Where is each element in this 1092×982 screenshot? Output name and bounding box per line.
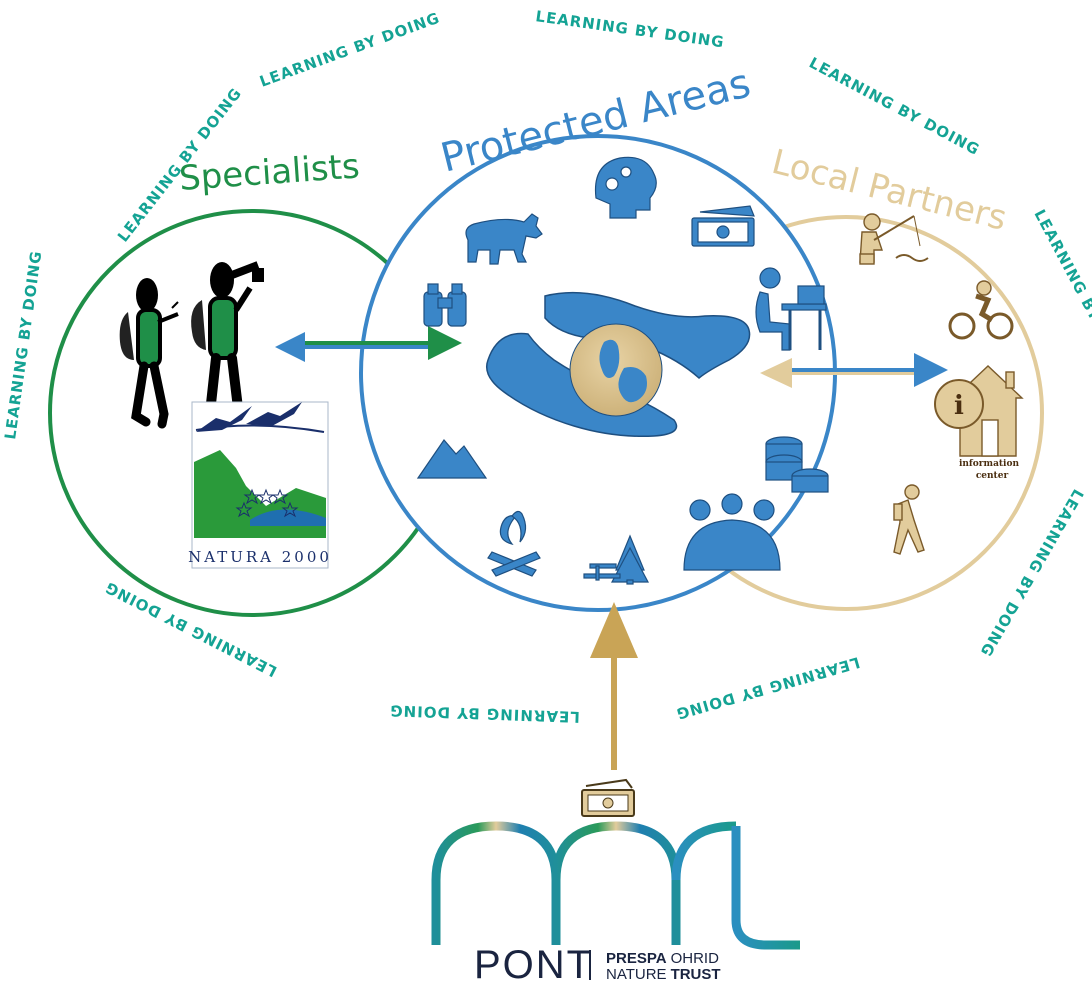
brain-gears-icon xyxy=(594,156,657,219)
natura2000-logo: NATURA 2000 xyxy=(188,401,332,569)
coins-icon xyxy=(765,436,829,493)
binoculars-icon xyxy=(423,283,467,327)
natura2000-label: NATURA 2000 xyxy=(188,548,332,566)
pont-logo xyxy=(431,821,800,950)
learning-by-doing-text: LEARNING BY DOING xyxy=(674,653,862,723)
pont-name: PONT xyxy=(474,943,593,982)
info-center-label-2: center xyxy=(976,471,1009,481)
picnic-tree-icon xyxy=(583,534,649,585)
learning-by-doing-text: LEARNING BY DOING xyxy=(257,9,442,91)
hands-globe-icon xyxy=(486,291,751,438)
learning-by-doing-text: LEARNING BY DOING xyxy=(389,701,580,726)
fisherman-icon xyxy=(859,213,929,265)
local-partners-exchange-arrow xyxy=(760,353,948,388)
meeting-icon xyxy=(683,493,781,571)
info-center-label-1: information xyxy=(959,459,1020,469)
bear-icon xyxy=(465,213,543,265)
learning-by-doing-text: LEARNING BY DOING xyxy=(976,486,1087,660)
hiker-icon xyxy=(893,484,925,555)
specialists-exchange-arrow xyxy=(275,326,462,362)
mountain-icon xyxy=(416,439,488,479)
money-icon xyxy=(691,205,755,247)
learning-by-doing-text: LEARNING BY DOING xyxy=(1030,206,1092,383)
funding-arrow xyxy=(590,602,638,770)
birdwatchers-icon xyxy=(119,261,264,429)
office-worker-icon xyxy=(755,267,827,351)
specialists-title: Specialists xyxy=(178,146,361,199)
learning-by-doing-text: LEARNING BY DOING xyxy=(102,578,280,681)
info-badge: i xyxy=(934,379,984,429)
learning-by-doing-text: LEARNING BY DOING xyxy=(806,54,983,159)
svg-text:i: i xyxy=(954,391,964,421)
money-icon xyxy=(581,778,635,817)
learning-by-doing-text: LEARNING BY DOING xyxy=(534,7,725,51)
cyclist-icon xyxy=(948,280,1014,340)
learning-by-doing-text: LEARNING BY DOING xyxy=(1,249,45,440)
campfire-icon xyxy=(487,510,541,577)
